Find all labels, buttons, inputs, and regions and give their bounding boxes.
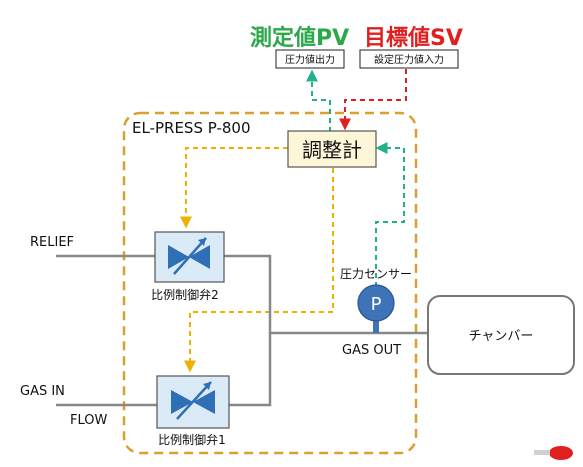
valve2 — [154, 231, 225, 283]
valve1-label: 比例制御弁1 — [158, 432, 226, 447]
valve2-outlet-pipe — [224, 254, 272, 407]
sv-signal-line — [339, 69, 407, 131]
pv-signal-line — [306, 69, 331, 132]
device-title: EL-PRESS P-800 — [132, 119, 251, 137]
company-logo — [534, 446, 573, 460]
relief-label: RELIEF — [30, 235, 74, 250]
gas-out-label: GAS OUT — [342, 343, 401, 358]
sensor-signal-line — [375, 142, 405, 287]
device-frame — [122, 111, 418, 455]
pressure-sensor — [357, 284, 395, 322]
valve2-icon — [168, 237, 210, 275]
chamber-box — [427, 295, 575, 375]
sensor-symbol: P — [371, 294, 382, 315]
valve2-label: 比例制御弁2 — [151, 287, 219, 302]
sv-input-label: 設定圧力値入力 — [374, 53, 444, 66]
controller-box — [287, 130, 377, 168]
controller-label: 調整計 — [302, 138, 362, 162]
valve1-icon — [171, 381, 215, 420]
valve1-control-line — [184, 168, 334, 373]
pv-output-label: 圧力値出力 — [285, 53, 335, 66]
valve2-control-line — [180, 147, 288, 229]
sensor-label: 圧力センサー — [340, 267, 412, 281]
pv-title: 測定値PV — [250, 25, 349, 51]
pv-output-box — [275, 49, 345, 69]
gas-in-label: GAS IN — [20, 384, 65, 399]
sv-title: 目標値SV — [364, 26, 463, 51]
sv-input-box — [359, 49, 459, 69]
flow-label: FLOW — [70, 413, 107, 428]
chamber-label: チャンバー — [469, 329, 534, 344]
valve1 — [156, 375, 230, 429]
